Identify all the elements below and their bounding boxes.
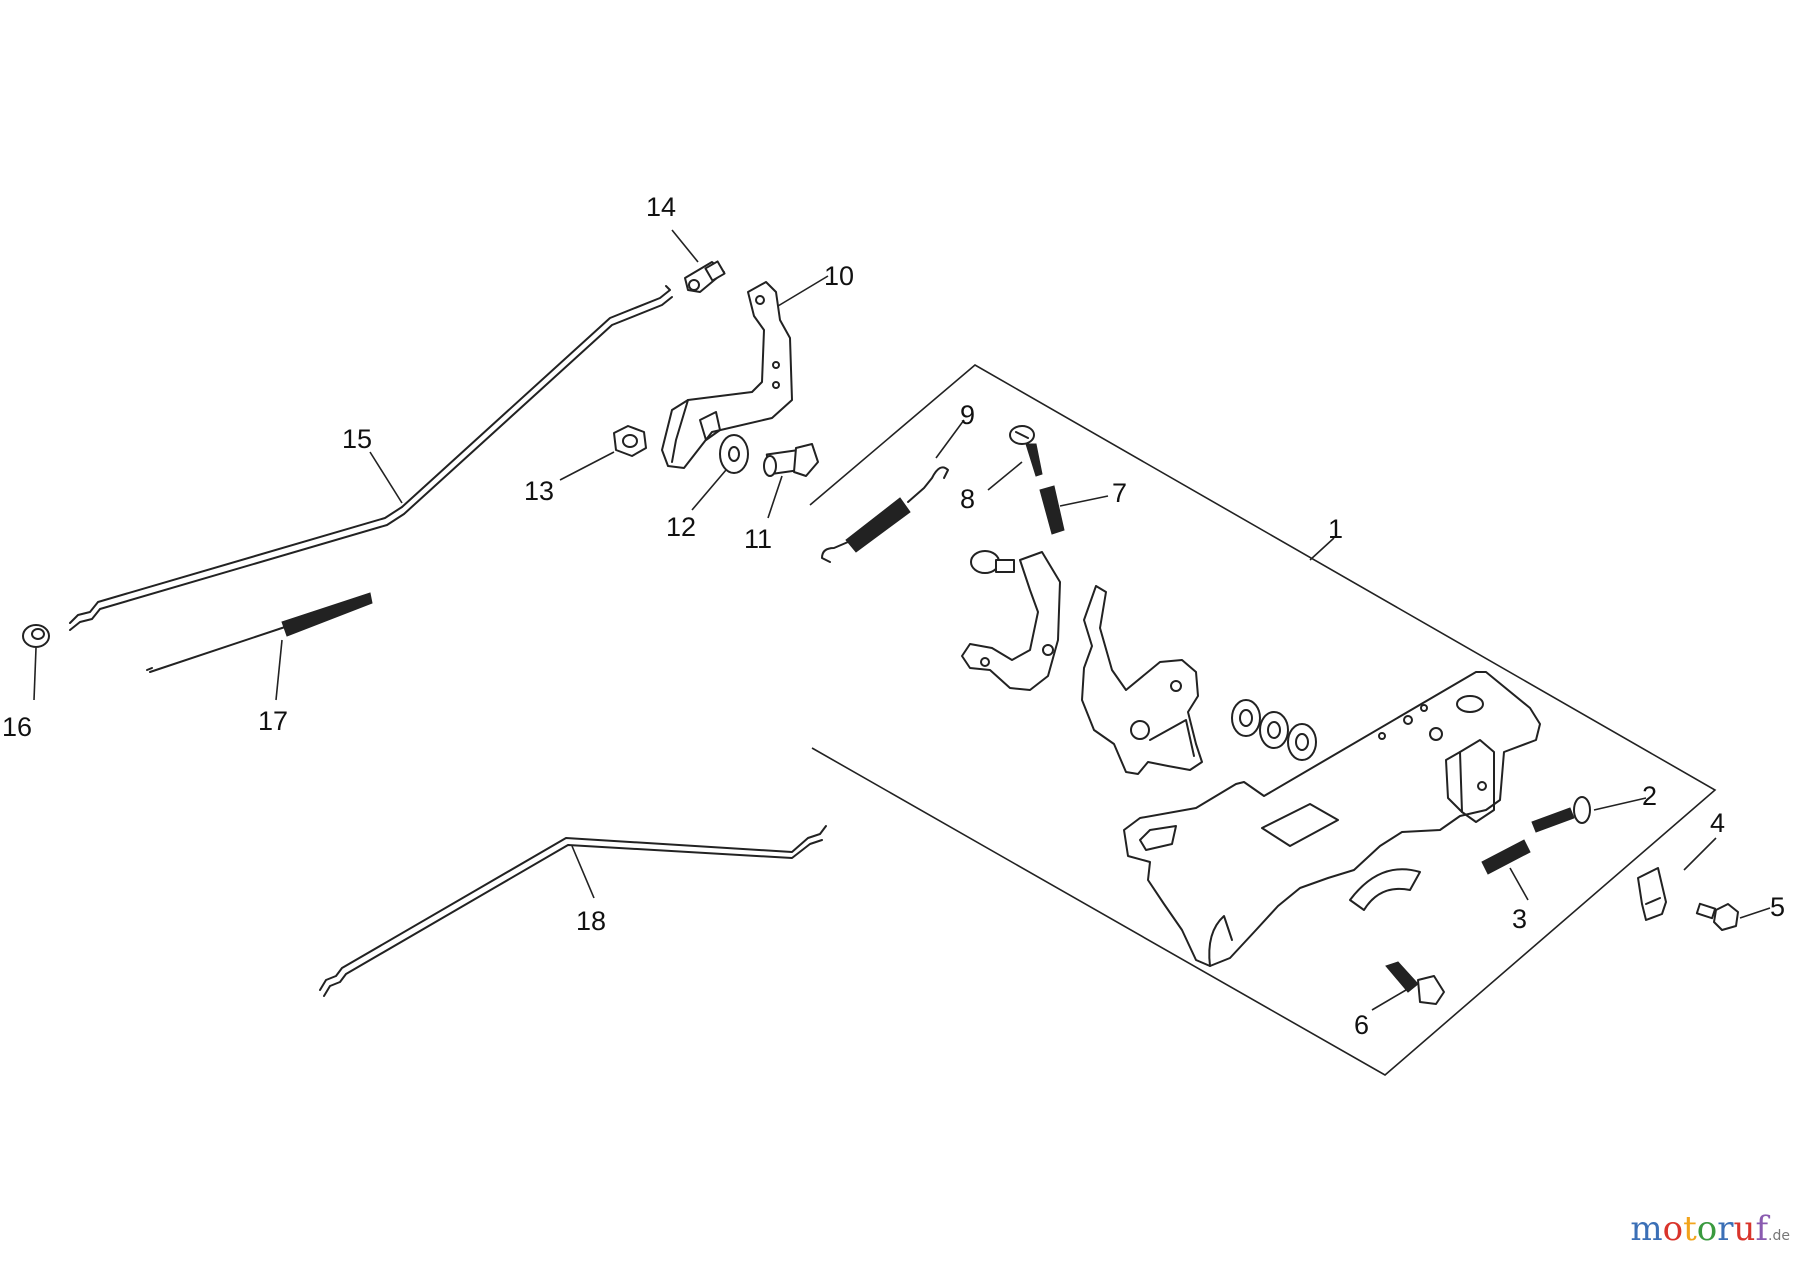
callout-16: 16 — [2, 712, 32, 742]
part-18-governor-rod — [319, 825, 827, 997]
part-15-throttle-rod — [69, 285, 673, 631]
watermark-letter: o — [1696, 1209, 1718, 1249]
part-10-lever-bracket — [661, 281, 793, 469]
assembly-frame — [809, 364, 1717, 1076]
callout-labels: 14 10 15 13 12 11 9 8 7 1 2 3 4 5 6 16 1… — [2, 192, 1785, 1040]
callout-14: 14 — [646, 192, 676, 222]
part-9-extension-spring — [821, 466, 949, 563]
callout-12: 12 — [666, 512, 696, 542]
part-16-bushing — [22, 624, 50, 648]
part-12-washer — [719, 434, 749, 474]
part-17-spring-rod — [146, 592, 373, 673]
watermark-letter: f — [1755, 1209, 1769, 1249]
part-14-cable-clamp — [684, 260, 726, 293]
leader-lines — [33, 229, 1771, 1011]
callout-13: 13 — [524, 476, 554, 506]
part-13-hex-nut — [613, 425, 647, 457]
part-11-shoulder-bolt — [763, 443, 819, 477]
callout-2: 2 — [1642, 781, 1657, 811]
part-1-control-plate — [1123, 671, 1541, 967]
motoruf-watermark: motoruf.de — [1630, 1209, 1790, 1249]
callout-4: 4 — [1710, 808, 1725, 838]
callout-11: 11 — [744, 524, 772, 554]
watermark-letter: r — [1717, 1209, 1734, 1249]
callout-17: 17 — [258, 706, 288, 736]
callout-18: 18 — [576, 906, 606, 936]
callout-8: 8 — [960, 484, 975, 514]
callout-1: 1 — [1328, 514, 1343, 544]
callout-9: 9 — [960, 400, 975, 430]
callout-15: 15 — [342, 424, 372, 454]
washer-stack — [1231, 699, 1317, 761]
part-3-spring — [1481, 839, 1531, 875]
watermark-suffix: .de — [1768, 1228, 1790, 1244]
governor-arm — [961, 550, 1061, 691]
watermark-letter: u — [1733, 1209, 1756, 1249]
watermark-letter: m — [1630, 1209, 1663, 1249]
watermark-letter: o — [1662, 1209, 1684, 1249]
part-5-flange-screw — [1695, 902, 1739, 931]
callout-7: 7 — [1112, 478, 1127, 508]
callout-6: 6 — [1354, 1010, 1369, 1040]
part-6-flange-bolt — [1385, 961, 1445, 1005]
watermark-letter: t — [1683, 1209, 1697, 1249]
part-2-bolt — [1531, 796, 1591, 833]
callout-10: 10 — [824, 261, 854, 291]
callout-5: 5 — [1770, 892, 1785, 922]
control-lever — [1081, 585, 1203, 775]
callout-3: 3 — [1512, 904, 1527, 934]
part-8-screw — [1009, 425, 1043, 477]
part-7-compression-spring — [1039, 485, 1065, 535]
part-4-clip — [1637, 867, 1667, 921]
